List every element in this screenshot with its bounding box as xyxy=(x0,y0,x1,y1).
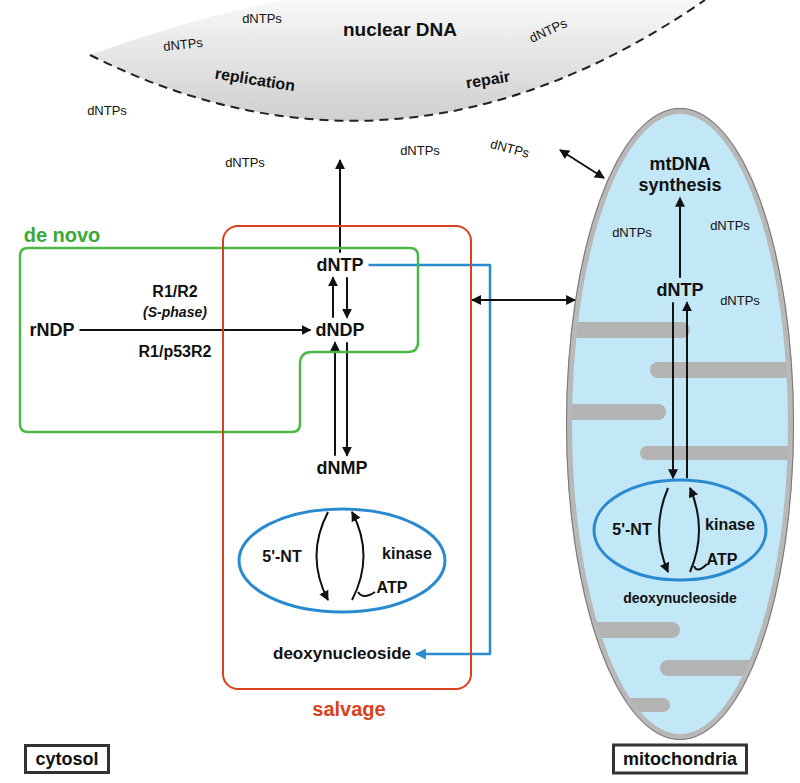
cycle-ellipse xyxy=(239,509,445,612)
dntp-pool-label: dNTPs xyxy=(710,218,750,233)
green-region: de novodNTPdNDPrNDP xyxy=(20,248,418,432)
enzyme-label-slot: kinase xyxy=(705,516,755,534)
enzyme-label-slot: 5'-NT xyxy=(262,548,301,566)
region-title: nuclear DNA xyxy=(343,19,457,40)
nucleus-fill xyxy=(90,0,705,121)
molecule-box: mtDNA synthesis xyxy=(624,152,736,197)
reaction-arrow xyxy=(686,302,688,478)
pathway-title: salvage xyxy=(312,698,385,720)
dntp-pool-label-slot: dNTPs xyxy=(488,134,531,162)
reaction-arrow xyxy=(472,299,575,301)
mito-membrane xyxy=(569,111,791,737)
ellipse-region: 5'-NT kinaseATP xyxy=(237,507,447,614)
pathway-title: de novo xyxy=(24,224,101,246)
cristae xyxy=(556,322,800,712)
compartment-label: mitochondria xyxy=(612,744,748,775)
cycle-arrows xyxy=(317,488,708,600)
dome-region: nuclear DNAreplicationrepair xyxy=(90,0,705,160)
green-outline xyxy=(20,248,418,432)
molecule-label: deoxynucleoside xyxy=(623,590,737,606)
enzyme-label: kinase xyxy=(382,545,432,562)
enzyme-label-slot: R1/R2 xyxy=(152,283,197,301)
red-region: salvagedNMP5'-NTkinaseATPdeoxynucleoside xyxy=(222,225,472,690)
reaction-arrow xyxy=(346,342,348,455)
enzyme-label-slot: kinase xyxy=(382,545,432,563)
dntp-pool-label-slot: dNTPs xyxy=(710,216,750,234)
enzyme-label-slot: R1/p53R2 xyxy=(139,343,212,361)
enzyme-label: kinase xyxy=(705,516,755,533)
reaction-arrow xyxy=(332,277,334,317)
nuclear-envelope xyxy=(90,0,705,121)
dntp-pool-label-slot: dNTPs xyxy=(225,153,265,171)
cofactor-label-slot: ATP xyxy=(377,579,408,597)
dntp-pool-label: dNTPs xyxy=(225,155,265,170)
mito-matrix xyxy=(566,108,794,740)
reaction-arrow xyxy=(334,342,336,455)
molecule-label: dNTP xyxy=(657,280,704,301)
de-novo-outline xyxy=(20,248,418,432)
molecule-box: deoxynucleoside xyxy=(268,642,416,666)
pathway-title-slot: salvage xyxy=(312,698,385,721)
enzyme-label: 5'-NT xyxy=(262,548,301,565)
molecule-box: dNTP xyxy=(652,278,709,303)
mito-outline xyxy=(566,108,794,740)
dntp-pool-label-slot: dNTPs xyxy=(87,101,127,119)
reaction-arrow xyxy=(672,302,674,478)
enzyme-label: R1/R2 xyxy=(152,283,197,300)
dntp-pool-label-slot: dNTPs xyxy=(720,291,760,309)
molecule-box: dNDP xyxy=(311,318,370,343)
dntp-pool-label: dNTPs xyxy=(612,225,652,240)
dntp-pool-label: dNTPs xyxy=(87,103,127,118)
compartment-label: cytosol xyxy=(24,744,109,775)
reaction-arrow xyxy=(679,198,681,278)
enzyme-label: (S-phase) xyxy=(143,304,207,320)
dntp-pool-label-slot: dNTPs xyxy=(242,9,282,27)
molecule-label: dNTP xyxy=(317,255,364,276)
reaction-arrow xyxy=(80,329,311,331)
mito-region: mitochondriamtDNA synthesisdNTP5'-NTkina… xyxy=(566,108,794,740)
enzyme-label-slot: (S-phase) xyxy=(143,303,207,321)
cofactor-label-slot: ATP xyxy=(707,551,738,569)
molecule-box: dNMP xyxy=(312,456,373,481)
dntp-pool-label: dNTPs xyxy=(242,11,282,26)
compartment-label-slot: mitochondria xyxy=(612,744,748,775)
molecule-label: dNMP xyxy=(317,458,368,479)
dntp-pool-label-slot: dNTPs xyxy=(400,141,440,159)
enzyme-label: 5'-NT xyxy=(612,521,651,538)
molecule-box: cytosol xyxy=(19,742,114,777)
dntp-pool-label: dNTPs xyxy=(720,293,760,308)
ellipse-region: 5'-NT kinaseATP xyxy=(592,478,768,582)
molecule-label: rNDP xyxy=(29,320,74,341)
dntp-pool-label-slot: dNTPs xyxy=(612,223,652,241)
reaction-arrow xyxy=(346,277,348,317)
reaction-arrow xyxy=(339,160,341,253)
cycle-ellipse xyxy=(594,480,766,580)
mito-outer-edge xyxy=(567,109,794,740)
dntp-pool-label: dNTPs xyxy=(163,35,204,54)
dntp-pool-label: dNTPs xyxy=(489,136,531,161)
molecule-label: dNDP xyxy=(316,320,365,341)
enzyme-label: R1/p53R2 xyxy=(139,343,212,360)
molecule-box: deoxynucleoside xyxy=(618,587,742,609)
molecule-box: dNTP xyxy=(312,253,369,278)
molecule-label: mtDNA synthesis xyxy=(629,154,731,195)
dntp-pool-label: dNTPs xyxy=(400,143,440,158)
pathway-title-slot: de novo xyxy=(24,224,101,247)
molecule-box: rNDP xyxy=(24,318,79,343)
cofactor-label: ATP xyxy=(377,579,408,596)
molecule-label: deoxynucleoside xyxy=(273,644,411,664)
exchange-arrow xyxy=(560,150,604,178)
region-title-slot: nuclear DNA xyxy=(343,19,457,41)
enzyme-label-slot: 5'-NT xyxy=(612,521,651,539)
cofactor-label: ATP xyxy=(707,551,738,568)
